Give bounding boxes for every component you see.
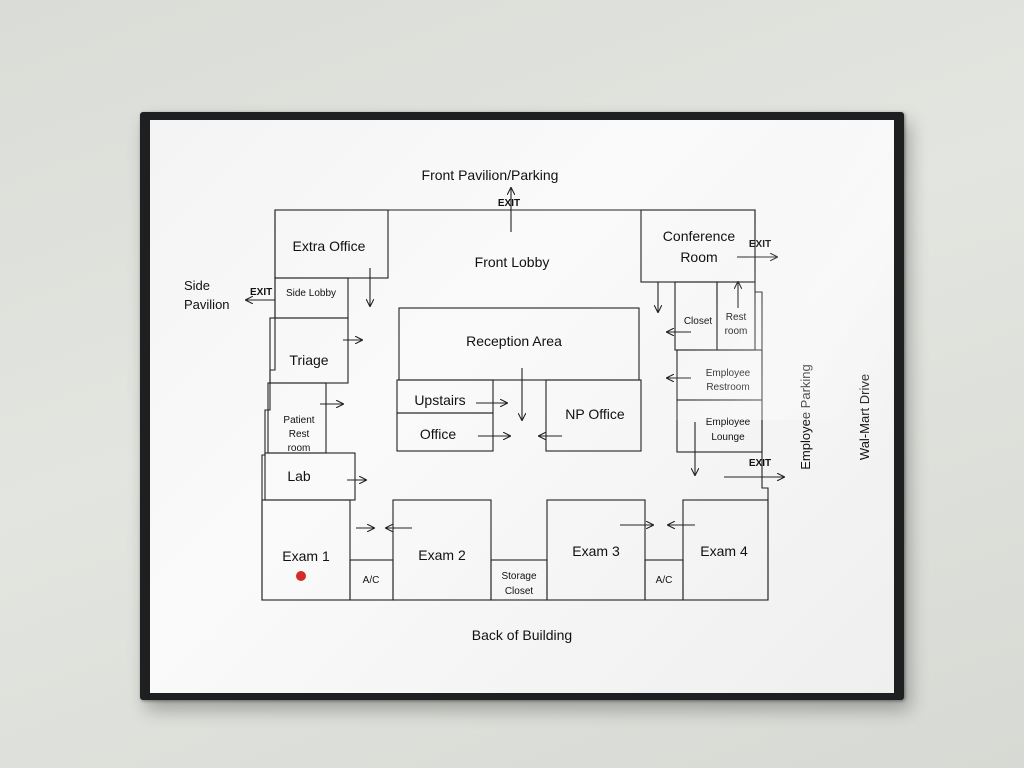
label-exit-lounge: EXIT <box>749 458 771 469</box>
text-storage-1: Storage <box>501 571 536 582</box>
label-back-of-building: Back of Building <box>472 627 572 643</box>
text-reception-area: Reception Area <box>466 333 562 349</box>
text-exam-3: Exam 3 <box>572 543 620 559</box>
text-storage-2: Closet <box>505 586 534 597</box>
text-conference-2: Room <box>680 249 717 265</box>
label-side-1: Side <box>184 278 210 293</box>
text-triage: Triage <box>289 352 328 368</box>
label-exit-side: EXIT <box>250 287 272 298</box>
picture-frame: Front Pavilion/Parking EXIT Side Pavilio… <box>140 112 904 700</box>
text-lab: Lab <box>287 468 311 484</box>
label-side-2: Pavilion <box>184 297 230 312</box>
room-reception-area <box>398 307 640 381</box>
you-are-here-marker <box>296 571 306 581</box>
text-patient-rest-1: Patient <box>283 415 314 426</box>
room-np-office <box>545 379 642 452</box>
label-walmart-drive: Wal-Mart Drive <box>857 374 872 460</box>
text-emp-lounge-1: Employee <box>706 417 751 428</box>
text-patient-rest-2: Rest <box>289 429 310 440</box>
text-np-office: NP Office <box>565 406 625 422</box>
text-emp-lounge-2: Lounge <box>711 432 745 443</box>
label-front-pavilion: Front Pavilion/Parking <box>422 167 559 183</box>
text-patient-rest-3: room <box>288 443 311 454</box>
text-extra-office: Extra Office <box>293 238 366 254</box>
text-exam-1: Exam 1 <box>282 548 330 564</box>
label-exit-conference: EXIT <box>749 239 771 250</box>
room-exam-2 <box>392 499 492 601</box>
text-conference-1: Conference <box>663 228 736 244</box>
text-emp-restroom-1: Employee <box>706 368 751 379</box>
label-employee-parking: Employee Parking <box>798 364 813 470</box>
text-ac-left: A/C <box>363 575 380 586</box>
text-emp-restroom-2: Restroom <box>706 382 749 393</box>
room-exam-1 <box>261 499 351 601</box>
floor-plan-paper: Front Pavilion/Parking EXIT Side Pavilio… <box>150 120 894 693</box>
text-office: Office <box>420 426 457 442</box>
room-conference <box>640 209 756 283</box>
text-exam-2: Exam 2 <box>418 547 466 563</box>
text-rest-1: Rest <box>726 312 747 323</box>
text-closet: Closet <box>684 316 713 327</box>
route-arrows <box>246 188 784 528</box>
label-exit-front: EXIT <box>498 198 520 209</box>
room-employee-lounge <box>676 399 763 453</box>
text-side-lobby: Side Lobby <box>286 288 336 299</box>
text-ac-right: A/C <box>656 575 673 586</box>
room-exam-3 <box>546 499 646 601</box>
text-exam-4: Exam 4 <box>700 543 748 559</box>
room-office <box>396 412 494 452</box>
text-rest-2: room <box>725 326 748 337</box>
room-exam-4 <box>682 499 769 601</box>
floor-plan: Front Pavilion/Parking EXIT Side Pavilio… <box>184 167 872 643</box>
text-upstairs: Upstairs <box>414 392 465 408</box>
room-triage <box>269 317 349 384</box>
text-front-lobby: Front Lobby <box>475 254 550 270</box>
